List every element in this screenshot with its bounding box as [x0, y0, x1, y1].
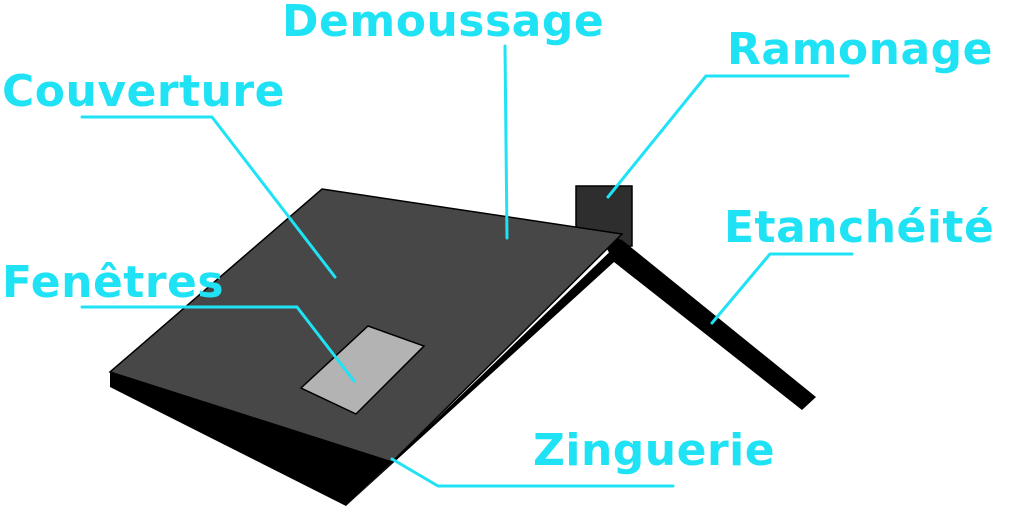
leader-couverture — [80, 115, 337, 279]
label-etancheite: Etanchéité — [724, 202, 994, 253]
leader-demoussage — [503, 44, 509, 240]
labels: Demoussage Ramonage Couverture Etanchéit… — [2, 0, 994, 476]
label-couverture: Couverture — [2, 66, 285, 117]
label-ramonage: Ramonage — [727, 24, 993, 75]
label-demoussage: Demoussage — [282, 0, 604, 47]
label-fenetres: Fenêtres — [2, 257, 224, 308]
leader-ramonage — [606, 74, 850, 199]
leader-zinguerie — [390, 457, 675, 488]
roof-right-edge — [598, 232, 816, 410]
roof-face — [108, 188, 624, 463]
leader-etancheite — [710, 252, 854, 325]
skylight-window — [299, 325, 426, 415]
leader-fenetres — [80, 305, 356, 383]
leader-lines — [80, 44, 854, 488]
roof-illustration — [108, 185, 816, 506]
roof-front-edge — [110, 372, 392, 506]
label-zinguerie: Zinguerie — [533, 425, 775, 476]
